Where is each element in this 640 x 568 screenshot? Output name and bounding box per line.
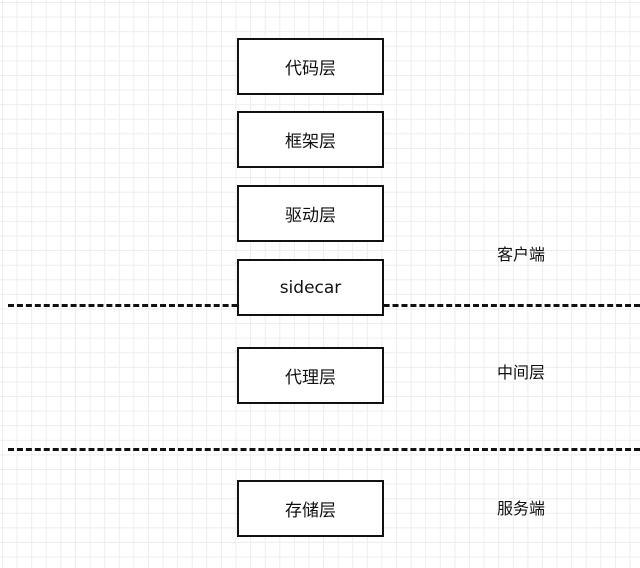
layer-label-code: 代码层 — [285, 59, 336, 79]
layer-box-sidecar: sidecar — [237, 259, 384, 316]
layer-label-proxy: 代理层 — [285, 368, 336, 388]
layer-box-framework: 框架层 — [237, 111, 384, 168]
zone-label-client: 客户端 — [497, 245, 546, 264]
layer-label-framework: 框架层 — [285, 132, 336, 152]
layer-box-storage: 存储层 — [237, 480, 384, 537]
layer-box-code: 代码层 — [237, 38, 384, 95]
layer-box-proxy: 代理层 — [237, 347, 384, 404]
zone-label-server: 服务端 — [497, 499, 546, 518]
zone-label-middle: 中间层 — [497, 363, 546, 382]
layer-label-sidecar: sidecar — [279, 277, 342, 298]
layer-box-driver: 驱动层 — [237, 185, 384, 242]
middle-server-divider — [8, 448, 640, 451]
layer-label-driver: 驱动层 — [285, 206, 336, 226]
layer-label-storage: 存储层 — [285, 501, 336, 521]
